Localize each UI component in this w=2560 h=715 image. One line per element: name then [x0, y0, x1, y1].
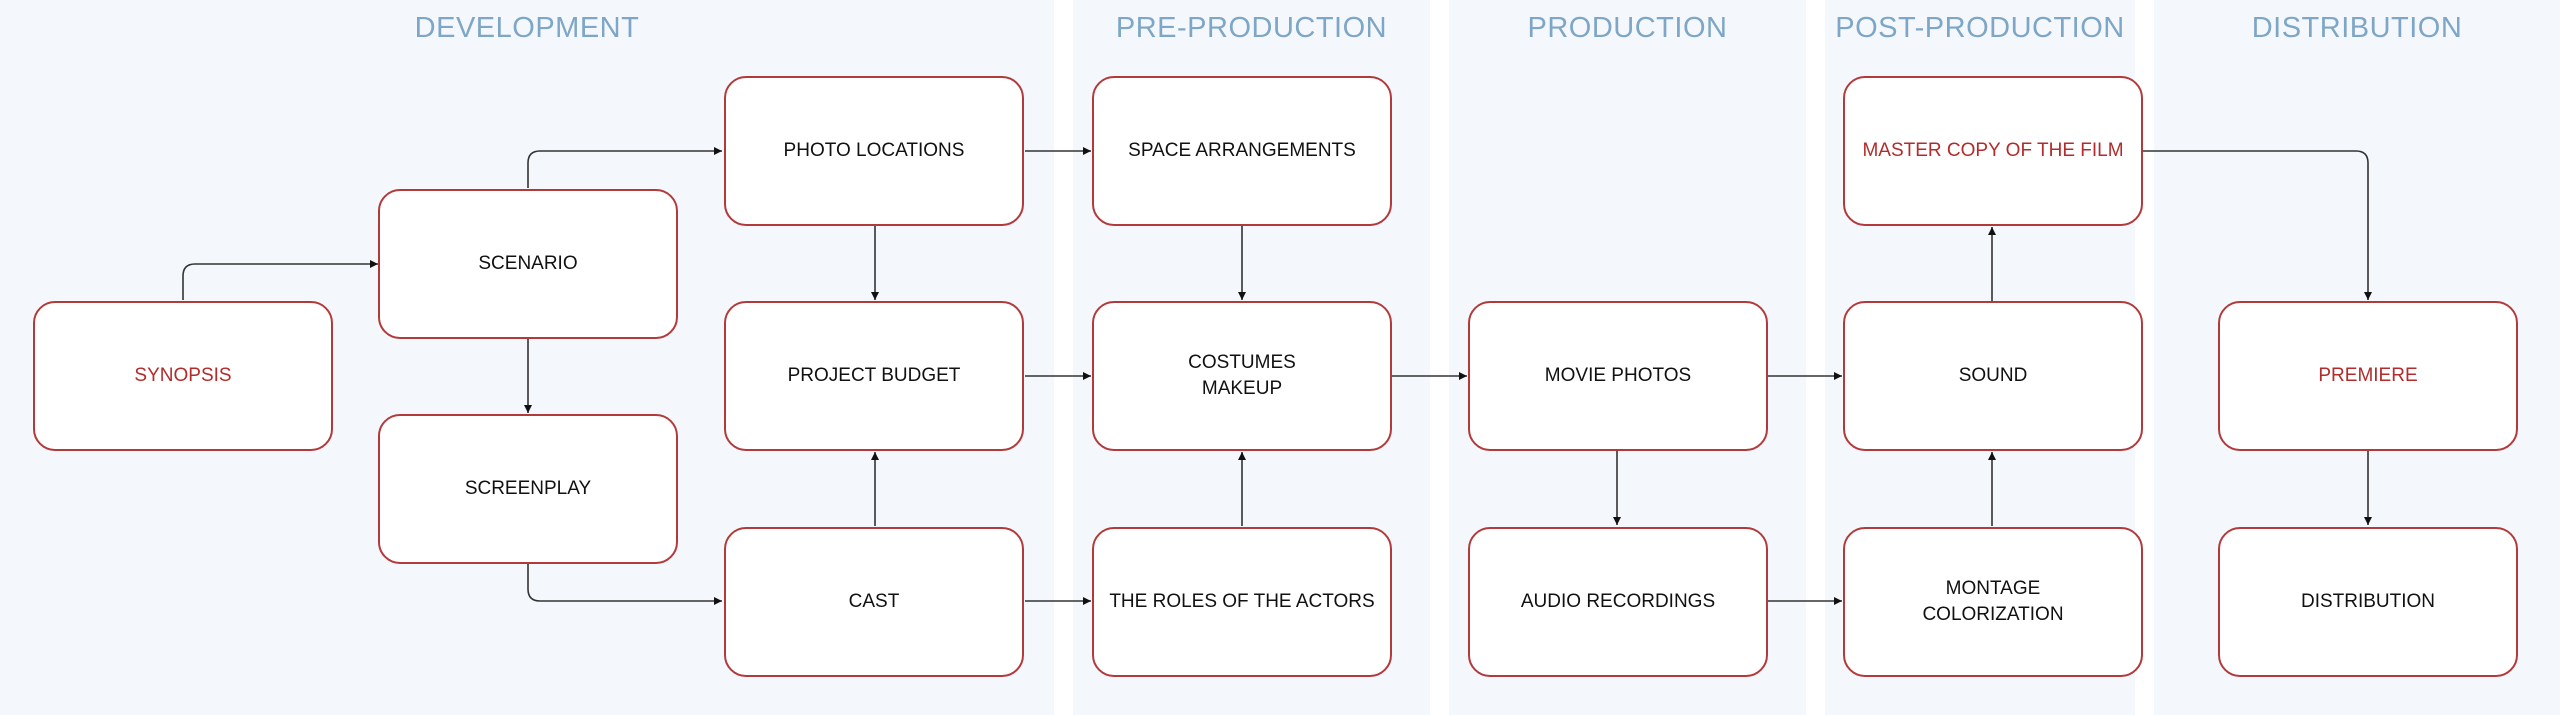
node-cast: CAST [724, 527, 1024, 677]
node-screenplay: SCREENPLAY [378, 414, 678, 564]
node-movie-photos: MOVIE PHOTOS [1468, 301, 1768, 451]
lane-title-pre-production: PRE-PRODUCTION [1115, 12, 1388, 44]
lane-title-development: DEVELOPMENT [414, 12, 640, 44]
node-synopsis: SYNOPSIS [33, 301, 333, 451]
edge-master-copy-premiere [2142, 150, 2372, 300]
edge-screenplay-cast [527, 564, 722, 605]
node-sound: SOUND [1843, 301, 2143, 451]
node-scenario: SCENARIO [378, 189, 678, 339]
node-space-arrangements: SPACE ARRANGEMENTS [1092, 76, 1392, 226]
edge-synopsis-scenario [182, 260, 378, 300]
edge-scenario-photo-locations [527, 147, 722, 188]
node-roles-of-actors: THE ROLES OF THE ACTORS [1092, 527, 1392, 677]
lane-title-post-production: POST-PRODUCTION [1835, 12, 2125, 44]
node-audio-recordings: AUDIO RECORDINGS [1468, 527, 1768, 677]
node-premiere: PREMIERE [2218, 301, 2518, 451]
lane-title-production: PRODUCTION [1527, 12, 1728, 44]
node-montage-colorization: MONTAGE COLORIZATION [1843, 527, 2143, 677]
node-photo-locations: PHOTO LOCATIONS [724, 76, 1024, 226]
lane-title-distribution: DISTRIBUTION [2251, 12, 2463, 44]
node-project-budget: PROJECT BUDGET [724, 301, 1024, 451]
node-distribution: DISTRIBUTION [2218, 527, 2518, 677]
node-costumes-makeup: COSTUMES MAKEUP [1092, 301, 1392, 451]
node-master-copy: MASTER COPY OF THE FILM [1843, 76, 2143, 226]
